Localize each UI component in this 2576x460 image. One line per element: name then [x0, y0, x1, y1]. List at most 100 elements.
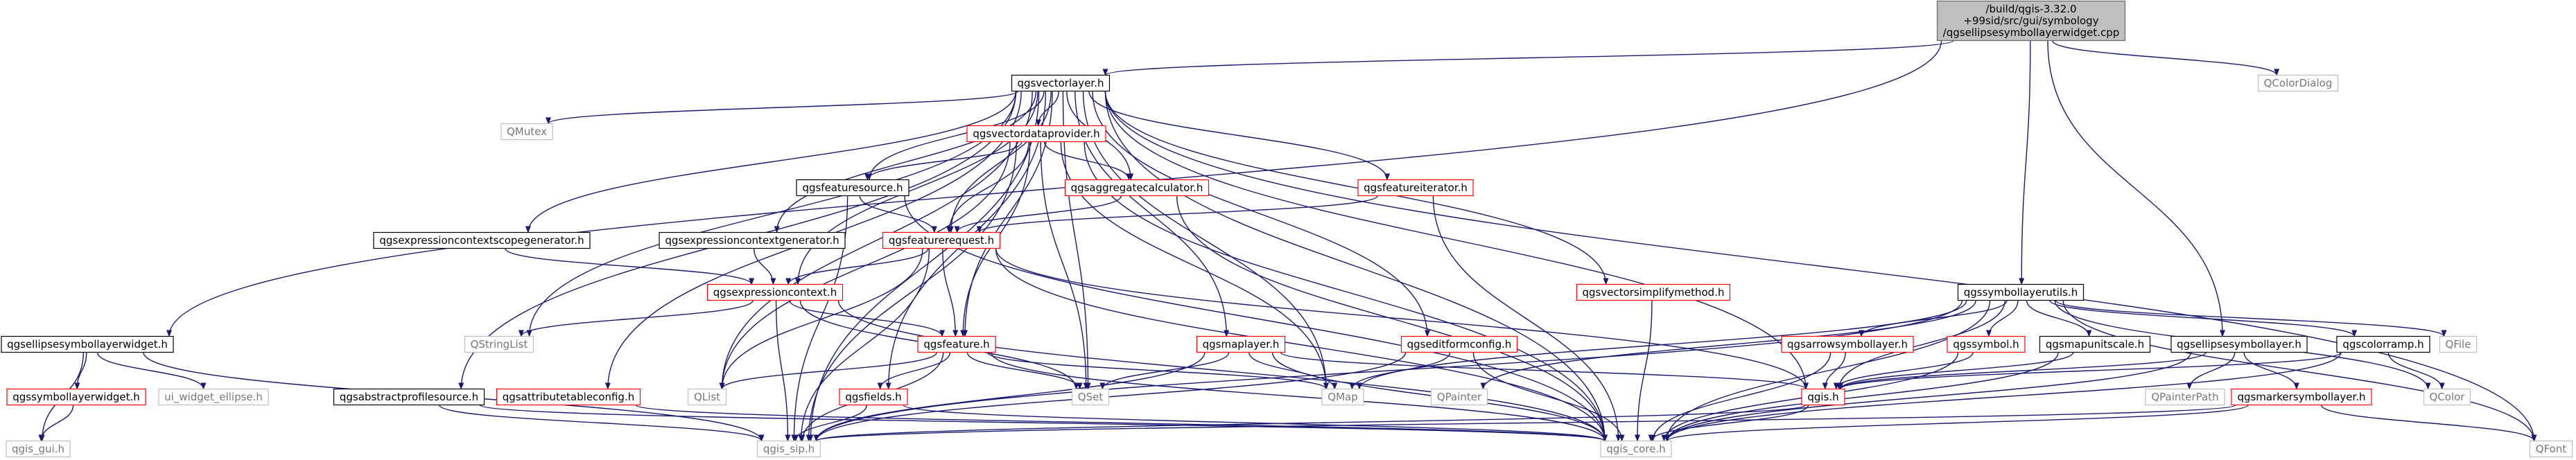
node-label: ui_widget_ellipse.h [164, 391, 263, 404]
node-box [2336, 335, 2430, 353]
node-qgsattributetableconfig[interactable]: qgsattributetableconfig.h [496, 388, 641, 406]
node-qpainterpath[interactable]: QPainterPath [2145, 388, 2225, 406]
edge-qgsvectordataprovider-to-qset [1040, 141, 1089, 390]
edge-qgsvectordataprovider-to-qgsaggregatecalculator [1043, 141, 1132, 181]
node-qgsfeatureiterator[interactable]: qgsfeatureiterator.h [1357, 179, 1474, 197]
edge-qgsexpressioncontext-to-qgis_sip [775, 300, 791, 442]
node-label: QMap [1328, 391, 1357, 403]
edge-qgsfeature-to-qmap [986, 351, 1329, 390]
node-qgsexpressioncontext[interactable]: qgsexpressioncontext.h [706, 283, 844, 301]
node-qset[interactable]: QSet [1071, 388, 1110, 406]
node-label: qgsvectorsimplifymethod.h [1583, 286, 1725, 299]
node-box [917, 335, 996, 353]
node-qgsexpressioncontextgenerator[interactable]: qgsexpressioncontextgenerator.h [659, 231, 846, 249]
node-qpainter[interactable]: QPainter [1430, 388, 1488, 406]
node-qgsfeaturerequest[interactable]: qgsfeaturerequest.h [882, 231, 1001, 249]
node-qgsvectordataprovider[interactable]: qgsvectordataprovider.h [966, 125, 1106, 143]
edge-qgsattributetableconfig-to-qgis_core [635, 404, 1608, 442]
node-qgscolorramp[interactable]: qgscolorramp.h [2336, 335, 2430, 353]
node-label: qgsmapunitscale.h [2046, 338, 2144, 351]
edge-qgsfeature-to-qgis_core [991, 352, 1608, 442]
node-label: qgis_core.h [1606, 443, 1665, 456]
edge-qgssymbollayerutils-to-qmap [1357, 300, 1967, 390]
node-box [2257, 74, 2339, 92]
node-qgssymbollayerutils[interactable]: qgssymbollayerutils.h [1957, 283, 2085, 301]
node-box [1781, 335, 1914, 353]
node-qcolor[interactable]: QColor [2423, 388, 2471, 406]
node-qstringlist[interactable]: QStringList [464, 335, 534, 353]
edge-qgsellipsesymbollayerwidget-to-qgssymbollayerwidget [74, 352, 87, 390]
node-qgsmapunitscale[interactable]: qgsmapunitscale.h [2039, 335, 2151, 353]
node-box [6, 440, 71, 458]
node-qfile[interactable]: QFile [2439, 335, 2478, 353]
node-qgsabstractprofilesource[interactable]: qgsabstractprofilesource.h [333, 388, 485, 406]
node-label: qgsfeaturesource.h [802, 182, 903, 194]
node-box [1957, 283, 2085, 301]
edge-qgssymbollayerwidget-to-qgis_gui [38, 405, 74, 442]
edge-qgsellipsesymbollayer-to-qgsmarkersymbollayer [2243, 352, 2299, 390]
node-box [1071, 388, 1110, 406]
node-label: qgsellipsesymbollayerwidget.h [7, 338, 168, 351]
node-label: qgsfeature.h [923, 338, 989, 351]
node-qgsfields[interactable]: qgsfields.h [839, 388, 908, 406]
node-box [1064, 179, 1210, 197]
node-qgis_core[interactable]: qgis_core.h [1600, 440, 1672, 458]
node-ui_widget_ellipse[interactable]: ui_widget_ellipse.h [158, 388, 269, 406]
node-qgis_sip[interactable]: qgis_sip.h [756, 440, 821, 458]
node-label: qgsexpressioncontext.h [713, 286, 837, 299]
node-qmap[interactable]: QMap [1321, 388, 1364, 406]
node-qgsmaplayer[interactable]: qgsmaplayer.h [1196, 335, 1286, 353]
edge-qgsexpressioncontextscopegenerator-to-qgsexpressioncontext [505, 248, 755, 285]
node-qmutex[interactable]: QMutex [501, 123, 553, 141]
node-qgsellipsesymbollayer[interactable]: qgsellipsesymbollayer.h [2170, 335, 2308, 353]
edge-qgsvectordataprovider-to-qgsfeaturesource [864, 141, 1022, 181]
edge-qgsmaplayer-to-qgis_sip [813, 352, 1206, 442]
node-qgssymbol[interactable]: qgssymbol.h [1947, 335, 2026, 353]
node-qgsvectorlayer[interactable]: qgsvectorlayer.h [1011, 74, 1111, 92]
node-qgsfeaturesource[interactable]: qgsfeaturesource.h [796, 179, 910, 197]
node-box [1196, 335, 1286, 353]
edge-qgsfields-to-qgis_core [903, 404, 1608, 442]
node-qgsaggregatecalculator[interactable]: qgsaggregatecalculator.h [1064, 179, 1210, 197]
node-qgsmarkersymbollayer[interactable]: qgsmarkersymbollayer.h [2231, 388, 2372, 406]
node-box [756, 440, 821, 458]
node-box [882, 231, 1001, 249]
node-label: qgssymbollayerutils.h [1964, 286, 2078, 299]
edge-qgscolorramp-to-qgis_core [1664, 352, 2342, 442]
node-box [1801, 388, 1845, 406]
node-box [2529, 440, 2573, 458]
node-label: QList [694, 391, 720, 403]
node-qgsexpressioncontextscopegenerator[interactable]: qgsexpressioncontextscopegenerator.h [373, 231, 591, 249]
node-qgseditformconfig[interactable]: qgseditformconfig.h [1400, 335, 1518, 353]
edge-qgsvectorsimplifymethod-to-qgis_core [1635, 300, 1653, 442]
edge-qgsmapunitscale-to-qgis_core [1664, 352, 2059, 442]
node-box [2439, 335, 2478, 353]
node-label: qgis.h [1807, 391, 1838, 403]
edge-qgis-to-qgis_core [1648, 405, 1809, 442]
node-box [1321, 388, 1364, 406]
node-qgsfeature[interactable]: qgsfeature.h [917, 335, 996, 353]
node-qgsvectorsimplifymethod[interactable]: qgsvectorsimplifymethod.h [1576, 283, 1731, 301]
edge-root-to-qgsellipsesymbollayerwidget [166, 40, 1942, 337]
node-label: QPainter [1437, 391, 1482, 403]
node-box [1430, 388, 1488, 406]
edge-qgsvectorlayer-to-qlist [719, 91, 1033, 390]
node-qgis_gui[interactable]: qgis_gui.h [6, 440, 71, 458]
node-box [966, 125, 1106, 143]
edge-qgsmaplayer-to-qmap [1248, 352, 1338, 390]
node-box [1400, 335, 1518, 353]
node-qgssymbollayerwidget[interactable]: qgssymbollayerwidget.h [6, 388, 146, 406]
node-qfont[interactable]: QFont [2529, 440, 2573, 458]
node-root[interactable]: /build/qgis-3.32.0+99sid/src/gui/symbolo… [1936, 0, 2126, 42]
node-qcolordialog[interactable]: QColorDialog [2257, 74, 2339, 92]
node-qgis[interactable]: qgis.h [1801, 388, 1845, 406]
node-qgsarrowsymbollayer[interactable]: qgsarrowsymbollayer.h [1781, 335, 1914, 353]
node-qlist[interactable]: QList [687, 388, 727, 406]
node-label: qgis_gui.h [12, 443, 64, 456]
edge-qgsvectorlayer-to-qgsfeaturerequest [948, 91, 1052, 233]
edge-root-to-qgsvectorlayer [1102, 39, 1954, 76]
node-qgsellipsesymbollayerwidget[interactable]: qgsellipsesymbollayerwidget.h [1, 335, 174, 353]
edge-qgsfeaturerequest-to-qgis_core [995, 248, 1608, 442]
edge-qgsfeaturerequest-to-qgis_sip [798, 248, 930, 442]
node-box [496, 388, 641, 406]
